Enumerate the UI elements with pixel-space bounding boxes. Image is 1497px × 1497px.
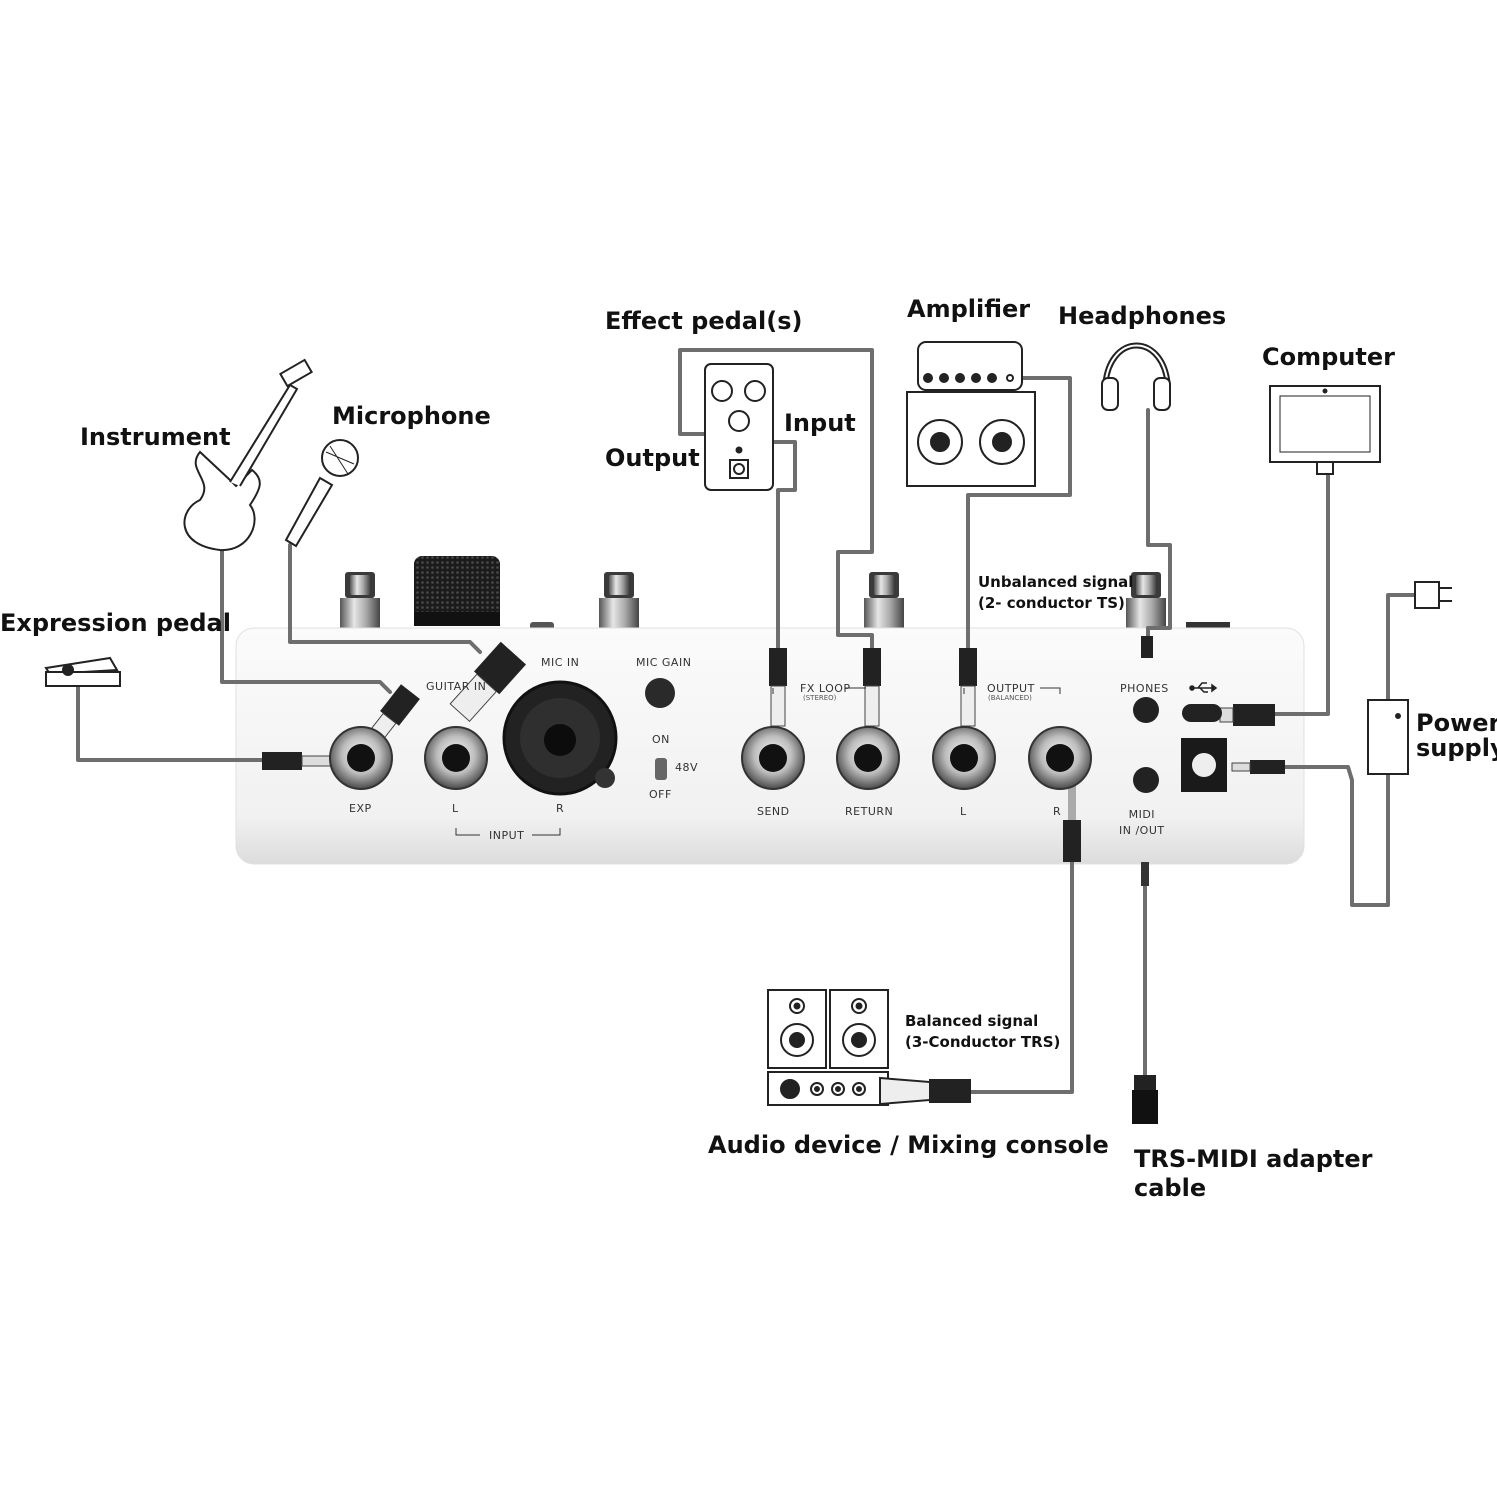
label-balanced-signal: Balanced signal (3-Conductor TRS) bbox=[905, 1012, 1061, 1051]
label-trs-midi: TRS-MIDI adapter cable bbox=[1134, 1145, 1373, 1202]
combo-latch bbox=[595, 768, 615, 788]
usb-icon bbox=[1189, 682, 1218, 693]
panel-label-guitar-in: GUITAR IN bbox=[426, 680, 487, 693]
studio-monitor-icon bbox=[767, 989, 889, 1069]
panel-label-input-l: L bbox=[452, 802, 459, 815]
plugs bbox=[262, 636, 1285, 1124]
panel-label-return: RETURN bbox=[845, 805, 894, 818]
panel-label-output-group: OUTPUT bbox=[987, 682, 1035, 695]
main-knob[interactable] bbox=[414, 556, 500, 626]
label-power-supply: Power supply bbox=[1416, 709, 1497, 762]
panel-label-phones: PHONES bbox=[1120, 682, 1169, 695]
panel-label-fx-loop: FX LOOP bbox=[800, 682, 851, 695]
footswitch-4[interactable] bbox=[1126, 572, 1166, 628]
panel-label-exp: EXP bbox=[349, 802, 372, 815]
expression-pedal-icon bbox=[44, 656, 121, 687]
panel-label-on: ON bbox=[652, 733, 670, 746]
label-headphones: Headphones bbox=[1058, 302, 1227, 330]
effect-pedal-icon bbox=[704, 363, 774, 491]
panel-label-output-r: R bbox=[1053, 805, 1062, 818]
jacks bbox=[329, 678, 1227, 796]
usb-port bbox=[1182, 704, 1222, 722]
footswitch-3[interactable] bbox=[864, 572, 904, 628]
cables bbox=[76, 348, 1417, 1094]
label-unbalanced-signal: Unbalanced signal (2- conductor TS) bbox=[978, 573, 1134, 612]
panel-label-off: OFF bbox=[649, 788, 672, 801]
panel-label-output-l: L bbox=[960, 805, 967, 818]
label-effect-pedals: Effect pedal(s) bbox=[605, 307, 803, 335]
phantom-switch bbox=[655, 758, 667, 780]
power-adapter-icon bbox=[1367, 699, 1409, 775]
panel-label-fx-loop-sub: (STEREO) bbox=[803, 694, 837, 702]
computer-icon bbox=[1269, 385, 1381, 475]
label-audio-device: Audio device / Mixing console bbox=[708, 1131, 1109, 1159]
midi-jack bbox=[1133, 767, 1159, 793]
label-pedal-input: Input bbox=[784, 409, 856, 437]
power-plug-icon bbox=[1414, 581, 1452, 609]
mixer-icon bbox=[767, 1071, 971, 1106]
guitar-icon bbox=[183, 358, 313, 552]
panel-label-send: SEND bbox=[757, 805, 790, 818]
panel-label-48v: 48V bbox=[675, 761, 699, 774]
label-microphone: Microphone bbox=[332, 402, 491, 430]
phones-jack bbox=[1133, 697, 1159, 723]
panel-label-output-sub: (BALANCED) bbox=[988, 694, 1032, 702]
label-pedal-output: Output bbox=[605, 444, 700, 472]
mic-gain-knob bbox=[645, 678, 675, 708]
panel-label-mic-gain: MIC GAIN bbox=[636, 656, 692, 669]
panel-label-input-r: R bbox=[556, 802, 565, 815]
label-instrument: Instrument bbox=[80, 423, 231, 451]
footswitch-1[interactable] bbox=[340, 572, 380, 628]
label-expression-pedal: Expression pedal bbox=[0, 609, 231, 637]
label-amplifier: Amplifier bbox=[907, 295, 1031, 323]
footswitch-2[interactable] bbox=[599, 572, 639, 628]
headphones-icon bbox=[1101, 342, 1171, 411]
rear-slot bbox=[1186, 622, 1230, 630]
panel-label-input-group: INPUT bbox=[489, 829, 525, 842]
label-computer: Computer bbox=[1262, 343, 1395, 371]
panel-label-mic-in: MIC IN bbox=[541, 656, 580, 669]
amplifier-icon bbox=[906, 341, 1036, 487]
microphone-icon bbox=[284, 439, 359, 548]
panel-label-midi: MIDI IN /OUT bbox=[1119, 808, 1165, 837]
